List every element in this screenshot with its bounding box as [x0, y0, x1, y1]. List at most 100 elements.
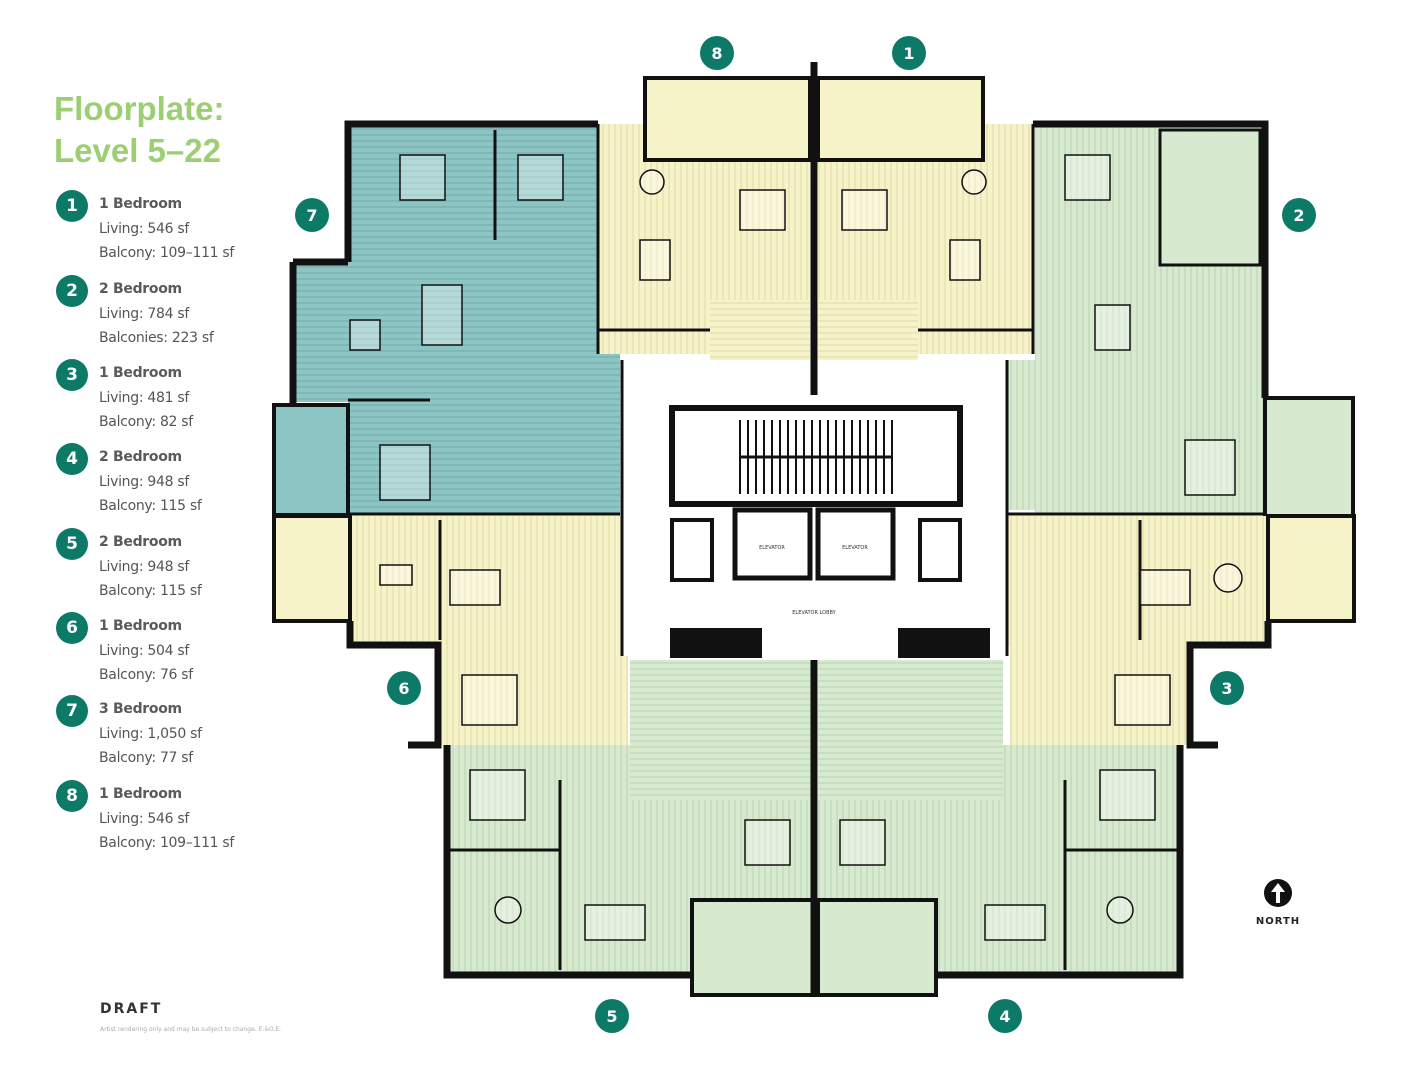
plan-badge-2: 2 [1282, 198, 1316, 232]
plan-badge-7-label: 7 [306, 206, 317, 225]
legend-item-1: 1 1 Bedroom Living: 546 sf Balcony: 109–… [56, 190, 316, 270]
unit-7-bay [293, 262, 353, 402]
unit-number-badge: 5 [56, 528, 88, 560]
unit-5-balcony [690, 898, 817, 997]
unit-6-balcony [272, 514, 352, 623]
coffee-table [379, 564, 413, 586]
title-line-1: Floorplate: [54, 90, 225, 127]
bed [839, 819, 886, 866]
elevator-left [732, 507, 813, 581]
unit-6-floor [350, 516, 622, 646]
unit-8-balcony [643, 76, 812, 162]
dining-table [584, 904, 646, 941]
unit-number-badge: 1 [56, 190, 88, 222]
dining-table [1139, 569, 1191, 606]
unit-2-bay [1005, 360, 1065, 510]
core-closet-right [918, 518, 962, 582]
unit-balcony-area: Balcony: 82 sf [99, 414, 193, 430]
plan-badge-3-label: 3 [1221, 679, 1232, 698]
unit-3-area [1008, 514, 1356, 745]
unit-number-badge: 7 [56, 695, 88, 727]
unit-living-area: Living: 948 sf [99, 559, 189, 575]
unit-7-area [272, 124, 620, 517]
unit-living-area: Living: 546 sf [99, 221, 189, 237]
unit-2-balcony-side [1263, 396, 1355, 518]
bed [1099, 769, 1156, 821]
plan-badge-5-label: 5 [606, 1007, 617, 1026]
dining-table [984, 904, 1046, 941]
unit-type: 3 Bedroom [99, 701, 182, 717]
unit-type: 1 Bedroom [99, 618, 182, 634]
legend-item-7: 7 3 Bedroom Living: 1,050 sf Balcony: 77… [56, 695, 316, 775]
unit-living-area: Living: 546 sf [99, 811, 189, 827]
round-table [961, 169, 987, 195]
bed [379, 444, 431, 501]
unit-living-area: Living: 784 sf [99, 306, 189, 322]
plan-badge-8-label: 8 [711, 44, 722, 63]
unit-8-area [598, 76, 812, 400]
stair-enclosure [669, 405, 963, 507]
unit-balcony-area: Balcony: 76 sf [99, 667, 193, 683]
unit-number-badge: 2 [56, 275, 88, 307]
dining-table [1094, 304, 1131, 351]
round-table [639, 169, 665, 195]
bed [744, 819, 791, 866]
round-table [1213, 563, 1243, 593]
plan-badge-7: 7 [295, 198, 329, 232]
stair-treads [739, 420, 893, 494]
elevator-lobby-label: ELEVATOR LOBBY [792, 610, 836, 616]
furniture [349, 154, 1243, 941]
round-table [1106, 896, 1134, 924]
unit-3-balcony [1266, 514, 1356, 623]
unit-living-area: Living: 1,050 sf [99, 726, 202, 742]
unit-3-floor [1008, 516, 1268, 646]
legend-item-4: 4 2 Bedroom Living: 948 sf Balcony: 115 … [56, 443, 316, 523]
unit-type: 2 Bedroom [99, 534, 182, 550]
unit-4-balcony [816, 898, 938, 997]
unit-number-badge: 6 [56, 612, 88, 644]
bed [1064, 154, 1111, 201]
unit-7-floor [348, 124, 620, 514]
bed [841, 189, 888, 231]
bed [739, 189, 786, 231]
unit-balcony-area: Balcony: 115 sf [99, 583, 202, 599]
plan-badge-4-label: 4 [999, 1007, 1010, 1026]
bed [469, 769, 526, 821]
unit-balcony-area: Balconies: 223 sf [99, 330, 214, 346]
plan-unit-badges: 8 1 7 2 6 3 5 4 [295, 36, 1316, 1033]
unit-type: 2 Bedroom [99, 281, 182, 297]
unit-number-badge: 3 [56, 359, 88, 391]
unit-type: 1 Bedroom [99, 365, 182, 381]
unit-3-bedroom [1010, 645, 1190, 745]
unit-number-badge: 8 [56, 780, 88, 812]
north-indicator: NORTH [1252, 876, 1304, 927]
unit-6-area [272, 514, 628, 745]
unit-balcony-area: Balcony: 109–111 sf [99, 245, 235, 261]
unit-4-area [816, 660, 1180, 997]
round-table [494, 896, 522, 924]
core-closet-left [670, 518, 714, 582]
unit-1-area [816, 76, 1033, 400]
legend-item-2: 2 2 Bedroom Living: 784 sf Balconies: 22… [56, 275, 316, 355]
dining-table [639, 239, 671, 281]
unit-balcony-area: Balcony: 115 sf [99, 498, 202, 514]
unit-7-balcony [272, 403, 350, 517]
legend-item-6: 6 1 Bedroom Living: 504 sf Balcony: 76 s… [56, 612, 316, 692]
unit-type: 1 Bedroom [99, 786, 182, 802]
dining-table [949, 239, 981, 281]
unit-4-bath [818, 660, 1003, 800]
plan-badge-5: 5 [595, 999, 629, 1033]
unit-1-balcony [816, 76, 985, 162]
unit-5-bath [630, 660, 815, 800]
plan-badge-6: 6 [387, 671, 421, 705]
unit-type: 1 Bedroom [99, 196, 182, 212]
elevator-left-label: ELEVATOR [759, 545, 785, 551]
unit-balcony-area: Balcony: 109–111 sf [99, 835, 235, 851]
core-wall-right [898, 628, 990, 658]
plan-badge-8: 8 [700, 36, 734, 70]
legend-item-3: 3 1 Bedroom Living: 481 sf Balcony: 82 s… [56, 359, 316, 439]
unit-number-badge: 4 [56, 443, 88, 475]
north-arrow-icon [1264, 879, 1292, 907]
elevator-right-label: ELEVATOR [842, 545, 868, 551]
